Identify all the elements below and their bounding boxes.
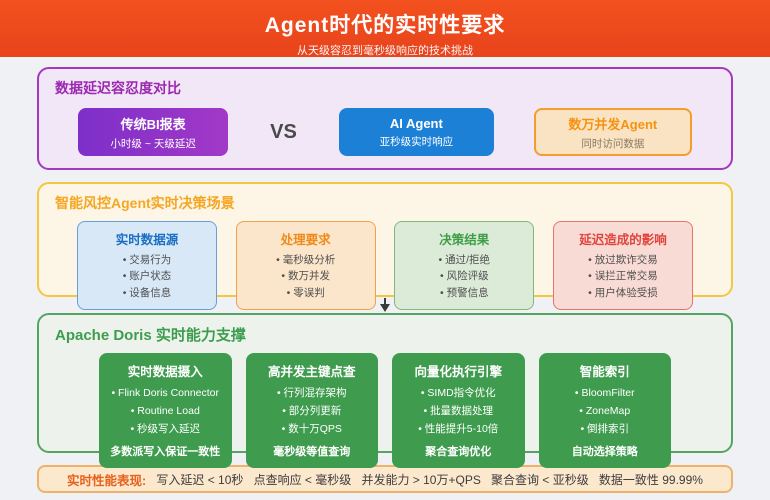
scenario-card-title: 实时数据源 — [115, 233, 179, 247]
stat-aggregate-query: 聚合查询 < 亚秒级 — [491, 472, 589, 487]
capability-card-footer: 聚合查询优化 — [425, 445, 492, 458]
card-traditional-bi-subtitle: 小时级 ~ 天级延迟 — [110, 137, 196, 150]
scenario-card-latency-impact: 延迟造成的影响 • 放过欺诈交易 • 误拦正常交易 • 用户体验受损 — [552, 221, 693, 310]
flow-arrow-down — [37, 297, 733, 313]
card-concurrent-agent-subtitle: 同时访问数据 — [581, 137, 645, 150]
arrow-stem — [384, 298, 386, 304]
capability-card-item: • Routine Load — [130, 404, 200, 417]
scenario-card-datasource: 实时数据源 • 交易行为 • 账户状态 • 设备信息 — [77, 221, 217, 310]
capability-card-ingestion: 实时数据摄入 • Flink Doris Connector • Routine… — [99, 353, 232, 468]
capability-card-smart-index: 智能索引 • BloomFilter • ZoneMap • 倒排索引 自动选择… — [538, 353, 671, 468]
page-title: Agent时代的实时性要求 — [264, 14, 506, 37]
capability-card-title: 智能索引 — [579, 365, 630, 379]
capability-card-vectorized-engine: 向量化执行引擎 • SIMD指令优化 • 批量数据处理 • 性能提升5-10倍 … — [392, 353, 525, 468]
card-concurrent-agent-title: 数万并发Agent — [568, 116, 658, 132]
performance-stats-bar: 实时性能表现: 写入延迟 < 10秒 点查响应 < 毫秒级 并发能力 > 10万… — [37, 465, 733, 493]
capability-card-item: • ZoneMap — [579, 404, 631, 417]
card-ai-agent-subtitle: 亚秒级实时响应 — [379, 135, 454, 148]
scenario-card-item: • 数万并发 — [281, 270, 330, 283]
capability-card-title: 向量化执行引擎 — [414, 365, 502, 379]
capability-card-title: 实时数据摄入 — [127, 365, 203, 379]
capability-card-point-query: 高并发主键点查 • 行列混存架构 • 部分列更新 • 数十万QPS 毫秒级等值查… — [245, 353, 378, 468]
scenario-card-title: 处理要求 — [280, 233, 331, 247]
scenario-card-requirements: 处理要求 • 毫秒级分析 • 数万并发 • 零误判 — [235, 221, 376, 310]
capability-card-item: • 性能提升5-10倍 — [418, 422, 499, 435]
capability-card-item: • Flink Doris Connector — [111, 387, 220, 399]
main-content: 数据延迟容忍度对比 传统BI报表 小时级 ~ 天级延迟 VS AI Agent … — [0, 57, 770, 493]
capability-row: 实时数据摄入 • Flink Doris Connector • Routine… — [55, 353, 715, 468]
stat-consistency: 数据一致性 99.99% — [598, 472, 703, 487]
capability-card-footer: 自动选择策略 — [571, 445, 638, 458]
section-risk-title: 智能风控Agent实时决策场景 — [55, 195, 235, 211]
scenario-card-title: 延迟造成的影响 — [579, 233, 667, 247]
capability-card-item: • BloomFilter — [574, 387, 635, 399]
scenario-card-item: • 风险评级 — [440, 270, 489, 283]
scenario-card-item: • 毫秒级分析 — [276, 254, 336, 266]
stat-point-query: 点查响应 < 毫秒级 — [253, 472, 352, 487]
card-ai-agent: AI Agent 亚秒级实时响应 — [338, 108, 494, 156]
vs-label: VS — [270, 120, 297, 143]
performance-label: 实时性能表现: — [67, 473, 147, 488]
scenario-card-item: • 零误判 — [286, 286, 325, 299]
scenario-card-item: • 放过欺诈交易 — [588, 254, 658, 266]
capability-card-footer: 多数派写入保证一致性 — [110, 445, 221, 458]
section-doris-capabilities: Apache Doris 实时能力支撑 实时数据摄入 • Flink Doris… — [37, 313, 733, 468]
scenario-card-item: • 设备信息 — [122, 286, 172, 299]
scenario-card-item: • 误拦正常交易 — [588, 270, 658, 283]
capability-card-title: 高并发主键点查 — [267, 365, 356, 379]
card-concurrent-agent: 数万并发Agent 同时访问数据 — [533, 108, 692, 156]
header-banner: Agent时代的实时性要求 从天级容忍到毫秒级响应的技术挑战 — [0, 0, 770, 57]
scenario-row: 实时数据源 • 交易行为 • 账户状态 • 设备信息 处理要求 • 毫秒级分析 … — [55, 221, 715, 310]
stat-concurrency: 并发能力 > 10万+QPS — [361, 472, 481, 487]
scenario-card-item: • 预警信息 — [440, 286, 489, 299]
arrow-down-icon — [380, 304, 390, 312]
scenario-card-item: • 通过/拒绝 — [438, 254, 491, 266]
capability-card-item: • 部分列更新 — [282, 404, 342, 417]
scenario-card-item: • 用户体验受损 — [588, 286, 658, 299]
capability-card-footer: 毫秒级等值查询 — [273, 445, 351, 458]
scenario-card-item: • 账户状态 — [122, 270, 172, 283]
card-traditional-bi: 传统BI报表 小时级 ~ 天级延迟 — [78, 108, 229, 156]
scenario-card-title: 决策结果 — [439, 233, 490, 247]
section-risk-scenario: 智能风控Agent实时决策场景 实时数据源 • 交易行为 • 账户状态 • 设备… — [37, 182, 733, 310]
section-latency-title: 数据延迟容忍度对比 — [55, 80, 181, 96]
scenario-card-item: • 交易行为 — [122, 254, 172, 266]
capability-card-item: • SIMD指令优化 — [420, 387, 496, 399]
capability-card-item: • 行列混存架构 — [276, 387, 347, 399]
capability-card-item: • 批量数据处理 — [423, 404, 494, 417]
capability-card-item: • 秒级写入延迟 — [130, 422, 201, 435]
stat-write-latency: 写入延迟 < 10秒 — [156, 472, 244, 487]
section-doris-title: Apache Doris 实时能力支撑 — [55, 327, 246, 344]
scenario-card-decisions: 决策结果 • 通过/拒绝 • 风险评级 • 预警信息 — [394, 221, 535, 310]
page-subtitle: 从天级容忍到毫秒级响应的技术挑战 — [297, 45, 473, 57]
comparison-row: 传统BI报表 小时级 ~ 天级延迟 VS AI Agent 亚秒级实时响应 数万… — [55, 108, 715, 156]
section-latency-comparison: 数据延迟容忍度对比 传统BI报表 小时级 ~ 天级延迟 VS AI Agent … — [37, 67, 733, 170]
capability-card-item: • 倒排索引 — [580, 422, 630, 435]
capability-card-item: • 数十万QPS — [281, 422, 342, 435]
card-traditional-bi-title: 传统BI报表 — [120, 116, 186, 132]
card-ai-agent-title: AI Agent — [389, 115, 443, 131]
